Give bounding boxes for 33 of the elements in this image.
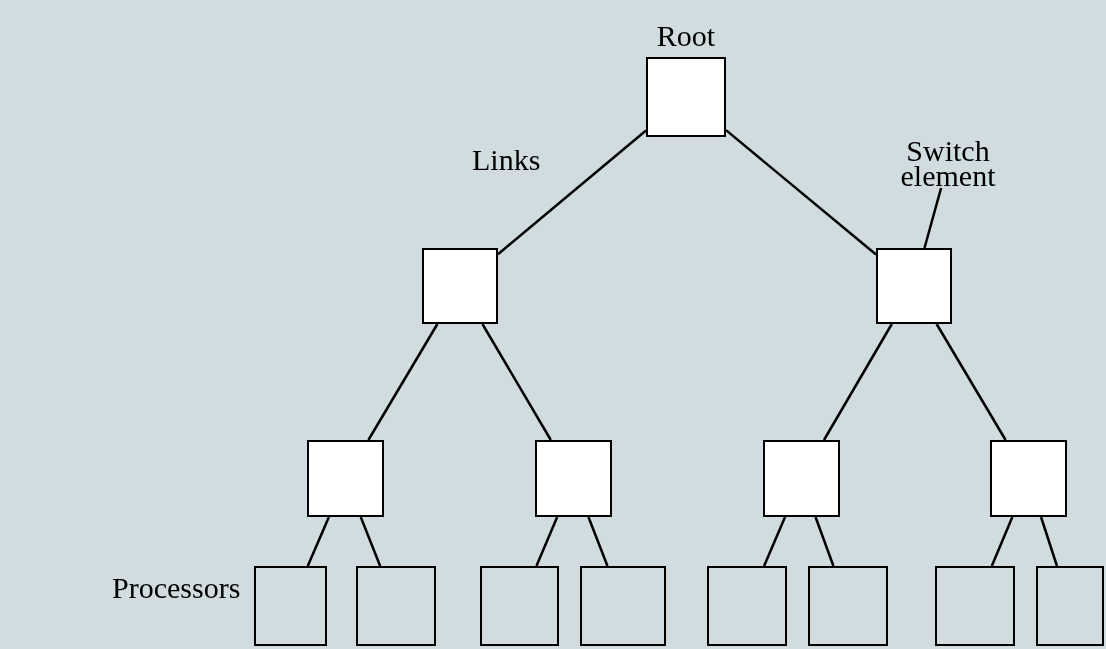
link-line — [306, 516, 331, 567]
processor-box — [1036, 566, 1104, 646]
link-line — [935, 323, 1007, 441]
link-line — [367, 323, 439, 441]
link-line — [1039, 516, 1059, 567]
link-line — [535, 516, 559, 567]
link-line — [814, 516, 835, 567]
link-line — [481, 323, 552, 441]
processor-label: Processors — [112, 570, 241, 606]
switch-box — [535, 440, 612, 517]
switch-box — [422, 248, 498, 324]
link-line — [587, 516, 609, 567]
link-label: Links — [472, 142, 541, 178]
link-line — [990, 516, 1014, 567]
link-line — [359, 516, 382, 567]
switch-box — [990, 440, 1067, 517]
link-line — [497, 129, 647, 256]
switch-box — [763, 440, 840, 517]
node-label: Switch element — [868, 138, 1028, 188]
leader-line — [923, 187, 943, 249]
switch-box — [876, 248, 952, 324]
processor-box — [356, 566, 436, 646]
link-line — [762, 516, 787, 567]
processor-box — [808, 566, 888, 646]
processor-box — [480, 566, 559, 646]
switch-box — [307, 440, 384, 517]
node-label: Root — [656, 18, 716, 54]
processor-box — [935, 566, 1015, 646]
processor-box — [707, 566, 787, 646]
link-line — [725, 129, 877, 256]
processor-box — [580, 566, 666, 646]
processor-box — [254, 566, 327, 646]
link-line — [822, 323, 893, 441]
